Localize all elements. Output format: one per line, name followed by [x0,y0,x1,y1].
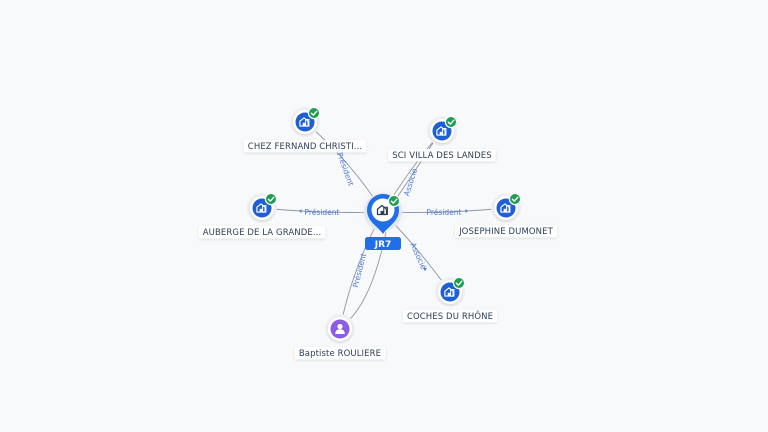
node-label-text: JOSEPHINE DUMONET [458,227,554,237]
node-label-text: COCHES DU RHÔNE [407,310,493,322]
label-background [388,149,496,162]
arrow-icon [465,209,468,213]
node-josephine[interactable]: JOSEPHINE DUMONET [455,192,557,238]
node-label-text: SCI VILLA DES LANDES [392,151,491,161]
node-label[interactable]: Baptiste ROULIERE [294,347,386,360]
building-icon [376,204,388,216]
node-coches[interactable]: COCHES DU RHÔNE [402,276,498,323]
edge-label: Président [305,208,340,217]
edge-label: Président [427,208,462,217]
label-background [294,347,386,360]
verified-check-icon [508,192,522,206]
edge-label: Président [351,252,368,288]
center-node[interactable]: JR7 [357,186,409,250]
node-label-text: Baptiste ROULIERE [299,349,381,359]
edge-label: Associé [402,167,419,197]
arrow-icon [299,209,302,213]
building-icon [436,126,447,136]
verified-check-icon [307,106,321,120]
person-icon [335,323,345,334]
verified-check-icon [264,192,278,206]
label-background [455,225,557,238]
verified-check-icon [387,194,401,208]
building-icon [256,203,267,213]
node-label[interactable]: AUBERGE DE LA GRANDE... [198,226,326,239]
center-tag[interactable]: JR7 [365,237,401,250]
node-auberge[interactable]: AUBERGE DE LA GRANDE... [198,192,326,239]
label-background [402,310,498,323]
edge-label: Président [335,151,355,187]
node-label[interactable]: CHEZ FERNAND CHRISTI... [243,140,367,153]
node-sci[interactable]: SCI VILLA DES LANDES [388,115,496,162]
node-label-text: CHEZ FERNAND CHRISTI... [248,142,362,152]
node-baptiste[interactable]: Baptiste ROULIERE [294,314,386,360]
verified-check-icon [444,115,458,129]
building-icon [299,117,310,127]
label-background [243,140,367,153]
node-label[interactable]: COCHES DU RHÔNE [402,310,498,323]
building-icon [500,203,511,213]
node-chez[interactable]: CHEZ FERNAND CHRISTI... [243,106,367,153]
center-tag-background [365,237,401,250]
edge-label: Associé [408,241,428,271]
label-background [198,226,326,239]
node-label[interactable]: SCI VILLA DES LANDES [388,149,496,162]
building-icon [444,287,455,297]
verified-check-icon [452,276,466,290]
center-label: JR7 [374,240,392,250]
node-label[interactable]: JOSEPHINE DUMONET [455,225,557,238]
arrow-icon [423,268,427,271]
node-label-text: AUBERGE DE LA GRANDE... [203,228,322,238]
nodes-layer: CHEZ FERNAND CHRISTI... SCI VILLA DES LAN… [198,106,557,360]
